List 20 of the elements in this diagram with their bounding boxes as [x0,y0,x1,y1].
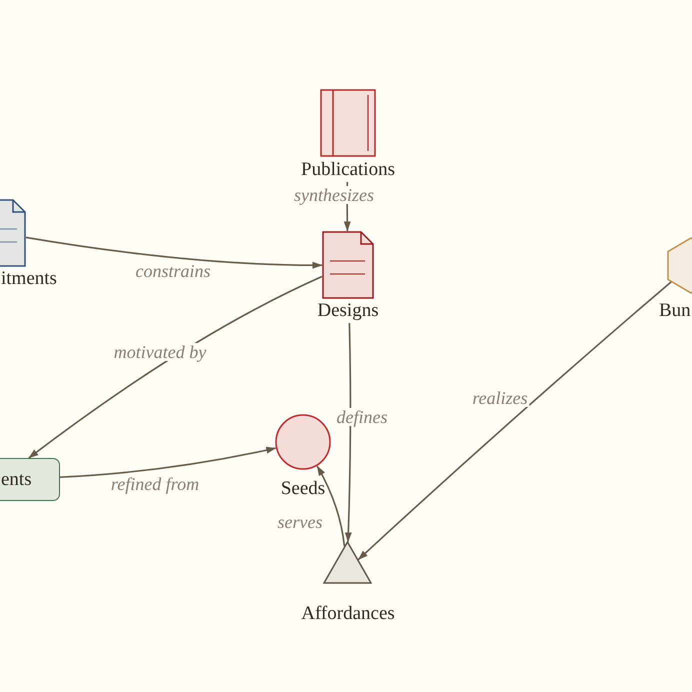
arrow [28,276,322,459]
node-label: itments [1,268,57,290]
arrow [316,466,346,546]
edge-label: refined from [108,475,202,493]
edge-label: realizes [470,389,530,407]
arrow [26,236,322,269]
node-label: Seeds [280,478,326,500]
edge-label: motivated by [112,343,208,361]
edge-label: defines [334,408,390,426]
node-label: Bun [659,300,691,322]
node-label: Publications [301,159,395,181]
node-label: Designs [317,300,379,322]
edge-label: synthesizes [292,186,376,204]
arrow [358,281,672,560]
edge-label: constrains [134,262,212,280]
node-label: Affordances [301,603,395,625]
rounded-box [0,458,60,501]
node-label: ents [1,469,32,491]
arrow [344,322,352,542]
arrow [60,446,276,478]
